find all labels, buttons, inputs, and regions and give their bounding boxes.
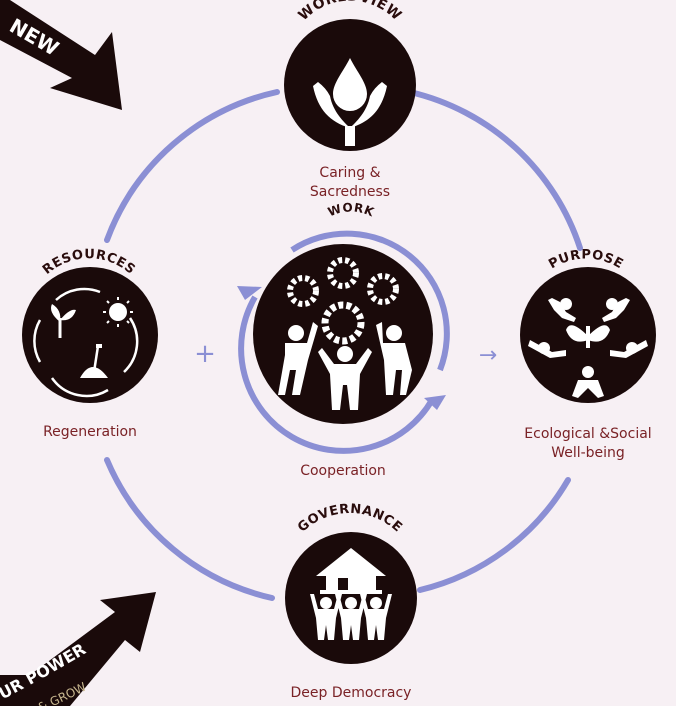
work-arrowhead-right [424,395,446,410]
governance-title: GOVERNANCE [295,502,405,536]
work-arc-left [238,295,435,454]
resources-circle [22,267,158,403]
worldview-caption-line2: Sacredness [309,184,391,200]
work-circle [253,244,433,424]
node-work: WORK [253,200,433,424]
resources-caption: Regeneration [43,424,137,440]
ring-arc-bottom-left [104,457,275,601]
hands-water-drop-icon [313,58,387,146]
top-left-arrow: NEW [0,0,122,110]
node-resources: RESOURCES [22,247,158,403]
ring-arc-bottom-right [417,477,571,593]
work-arc-right [290,230,450,372]
work-title: WORK [326,200,377,219]
worldview-caption: Caring & Sacredness [290,164,410,202]
governance-caption: Deep Democracy [290,685,412,701]
people-lifting-house-icon [310,548,392,640]
node-purpose: PURPOSE [520,248,656,403]
work-arrowhead-left [237,286,262,300]
work-caption: Cooperation [300,463,386,479]
purpose-caption-line2: Well-being [551,445,625,461]
ring-arc-top-left [104,89,280,243]
plus-operator: + [194,339,216,369]
worldview-caption-line1: Caring & [319,165,381,181]
purpose-caption-line1: Ecological &Social [524,426,652,442]
bottom-left-arrow: OUR POWER & GROW [0,592,156,706]
work-cycle-arrows [237,230,450,454]
ring-arc-top-right [407,89,583,251]
regeneration-cycle-icon [33,287,139,398]
people-butterfly-icon [528,298,648,398]
cycle-ring [104,89,583,601]
people-gears-icon [278,257,412,410]
node-worldview: WORLDVIEW [284,0,416,151]
node-governance: GOVERNANCE [285,502,417,664]
purpose-caption: Ecological &Social Well-being [508,425,668,463]
arrow-operator: → [479,343,497,368]
